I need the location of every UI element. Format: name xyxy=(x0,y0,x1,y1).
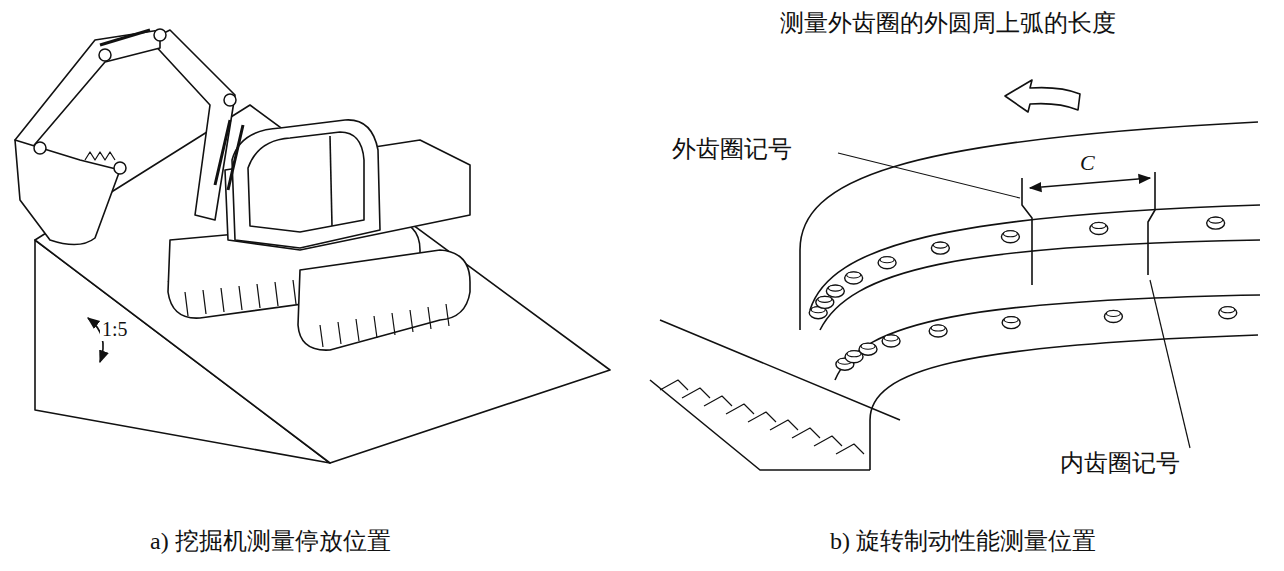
track-shoe xyxy=(428,307,431,329)
track-shoe xyxy=(446,304,449,326)
pin xyxy=(224,94,236,106)
track-shoe xyxy=(374,316,377,338)
inner-ring-mark xyxy=(1148,172,1155,275)
subfigure-caption: b) 旋转制动性能测量位置 xyxy=(830,528,1096,556)
track-shoe xyxy=(293,280,296,304)
leader-line xyxy=(1150,280,1190,448)
track-teeth xyxy=(660,380,688,390)
gear-band xyxy=(820,240,1260,330)
subfigure-caption: a) 挖掘机测量停放位置 xyxy=(150,528,391,556)
track-shoe xyxy=(185,292,188,316)
bolt xyxy=(859,343,877,355)
annotation-label: C xyxy=(1080,150,1095,175)
track-shoe xyxy=(221,288,224,312)
track-shoe xyxy=(338,322,341,344)
dimension-arrow xyxy=(1030,178,1150,188)
track-teeth xyxy=(726,404,754,414)
annotation-label: 外齿圈记号 xyxy=(672,136,792,164)
track-teeth xyxy=(814,436,842,446)
ring-bottom-edge xyxy=(870,335,1258,470)
annotation-label: 内齿圈记号 xyxy=(1060,450,1180,478)
track-teeth xyxy=(704,396,732,406)
bolt xyxy=(1219,307,1237,319)
bolt xyxy=(878,257,896,269)
arm-cylinder xyxy=(100,30,150,45)
bolt xyxy=(931,242,949,254)
track-teeth xyxy=(770,420,798,430)
pin xyxy=(114,162,126,174)
cab-window xyxy=(248,132,364,232)
crawler-right xyxy=(298,250,470,350)
boom-cylinder xyxy=(215,120,243,190)
track-teeth xyxy=(682,388,710,398)
bolt xyxy=(826,285,844,297)
track-shoe xyxy=(410,310,413,332)
track-shoe xyxy=(356,319,359,341)
bucket xyxy=(15,140,120,245)
ring-top-edge xyxy=(800,122,1258,330)
boom xyxy=(150,30,235,220)
arm xyxy=(15,30,160,150)
pin xyxy=(154,29,166,41)
outer-ring-mark xyxy=(1022,178,1032,285)
track-shoe xyxy=(320,325,323,347)
slope-surface xyxy=(35,105,610,463)
cab xyxy=(232,120,380,248)
track-teeth xyxy=(748,412,776,422)
pin xyxy=(99,49,111,61)
track-shoe xyxy=(203,290,206,314)
track-shoe xyxy=(392,313,395,335)
bolt xyxy=(929,325,947,337)
rotation-arrow xyxy=(1005,80,1080,112)
slewing-ring xyxy=(650,80,1260,470)
track-shoe xyxy=(275,282,278,306)
bolt xyxy=(1207,217,1225,229)
bolt xyxy=(1002,317,1020,329)
track-teeth xyxy=(836,444,864,454)
gear-band xyxy=(835,295,1260,380)
track-teeth xyxy=(792,428,820,438)
excavator-scene xyxy=(15,29,610,463)
bolt xyxy=(1104,310,1122,322)
bucket-teeth xyxy=(85,152,115,160)
bolt xyxy=(882,335,900,347)
track-shoe xyxy=(257,284,260,308)
cab-frame xyxy=(330,136,332,226)
track-frame xyxy=(650,320,900,470)
annotation-label: 测量外齿圈的外圆周上弧的长度 xyxy=(780,10,1116,38)
pin xyxy=(34,142,46,154)
track-shoe xyxy=(239,286,242,310)
bolt xyxy=(845,272,863,284)
leader-line xyxy=(838,153,1020,198)
bolt xyxy=(1090,223,1108,235)
annotation-label: 1:5 xyxy=(100,318,130,341)
bolt xyxy=(816,296,834,308)
bolt xyxy=(1001,231,1019,243)
gear-band xyxy=(810,205,1260,310)
